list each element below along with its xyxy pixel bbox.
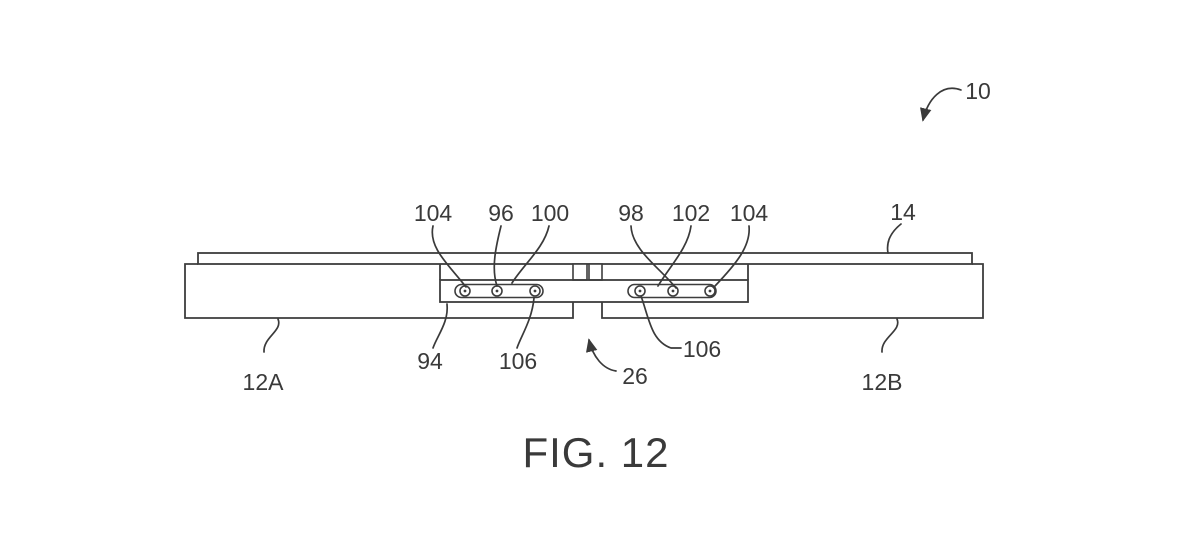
leader-14 (886, 223, 902, 254)
fastener-center-dot (638, 289, 642, 293)
leader-12b (881, 318, 899, 353)
label-12a: 12A (243, 369, 285, 395)
leader-106-left (516, 297, 535, 349)
label-106-left: 106 (499, 348, 537, 374)
leader-12a (263, 318, 280, 353)
fastener-group-right (634, 285, 716, 297)
gap-arrow-26 (585, 338, 617, 372)
display-tab-right (588, 263, 603, 281)
label-10: 10 (965, 78, 991, 104)
label-98: 98 (618, 200, 644, 226)
display-tab-left (572, 263, 588, 281)
fastener-center-dot (708, 289, 712, 293)
label-14: 14 (890, 199, 916, 225)
label-104-left: 104 (414, 200, 453, 226)
assembly-arrow-10 (920, 87, 962, 122)
housing-12b-outline (601, 263, 984, 319)
label-96: 96 (488, 200, 514, 226)
fastener-center-dot (671, 289, 675, 293)
leader-102 (657, 225, 692, 287)
label-106-right: 106 (683, 336, 721, 362)
label-102: 102 (672, 200, 710, 226)
leader-98 (630, 225, 677, 289)
figure-caption: FIG. 12 (522, 429, 669, 476)
label-104-right: 104 (730, 200, 769, 226)
fastener-center-dot (495, 289, 499, 293)
fastener-center-dot (533, 289, 537, 293)
fastener-center-dot (463, 289, 467, 293)
leader-106-right (640, 295, 682, 349)
leader-96 (493, 225, 502, 287)
leader-104-right (714, 225, 750, 287)
label-12b: 12B (862, 369, 903, 395)
housing-12a-outline (184, 263, 574, 319)
leader-100 (511, 225, 550, 284)
label-26: 26 (622, 363, 648, 389)
display-layer-14 (197, 252, 973, 265)
label-94: 94 (417, 348, 443, 374)
center-bracket-94 (439, 279, 749, 303)
leader-104-left (431, 225, 467, 288)
label-100: 100 (531, 200, 569, 226)
leader-94 (432, 303, 448, 349)
